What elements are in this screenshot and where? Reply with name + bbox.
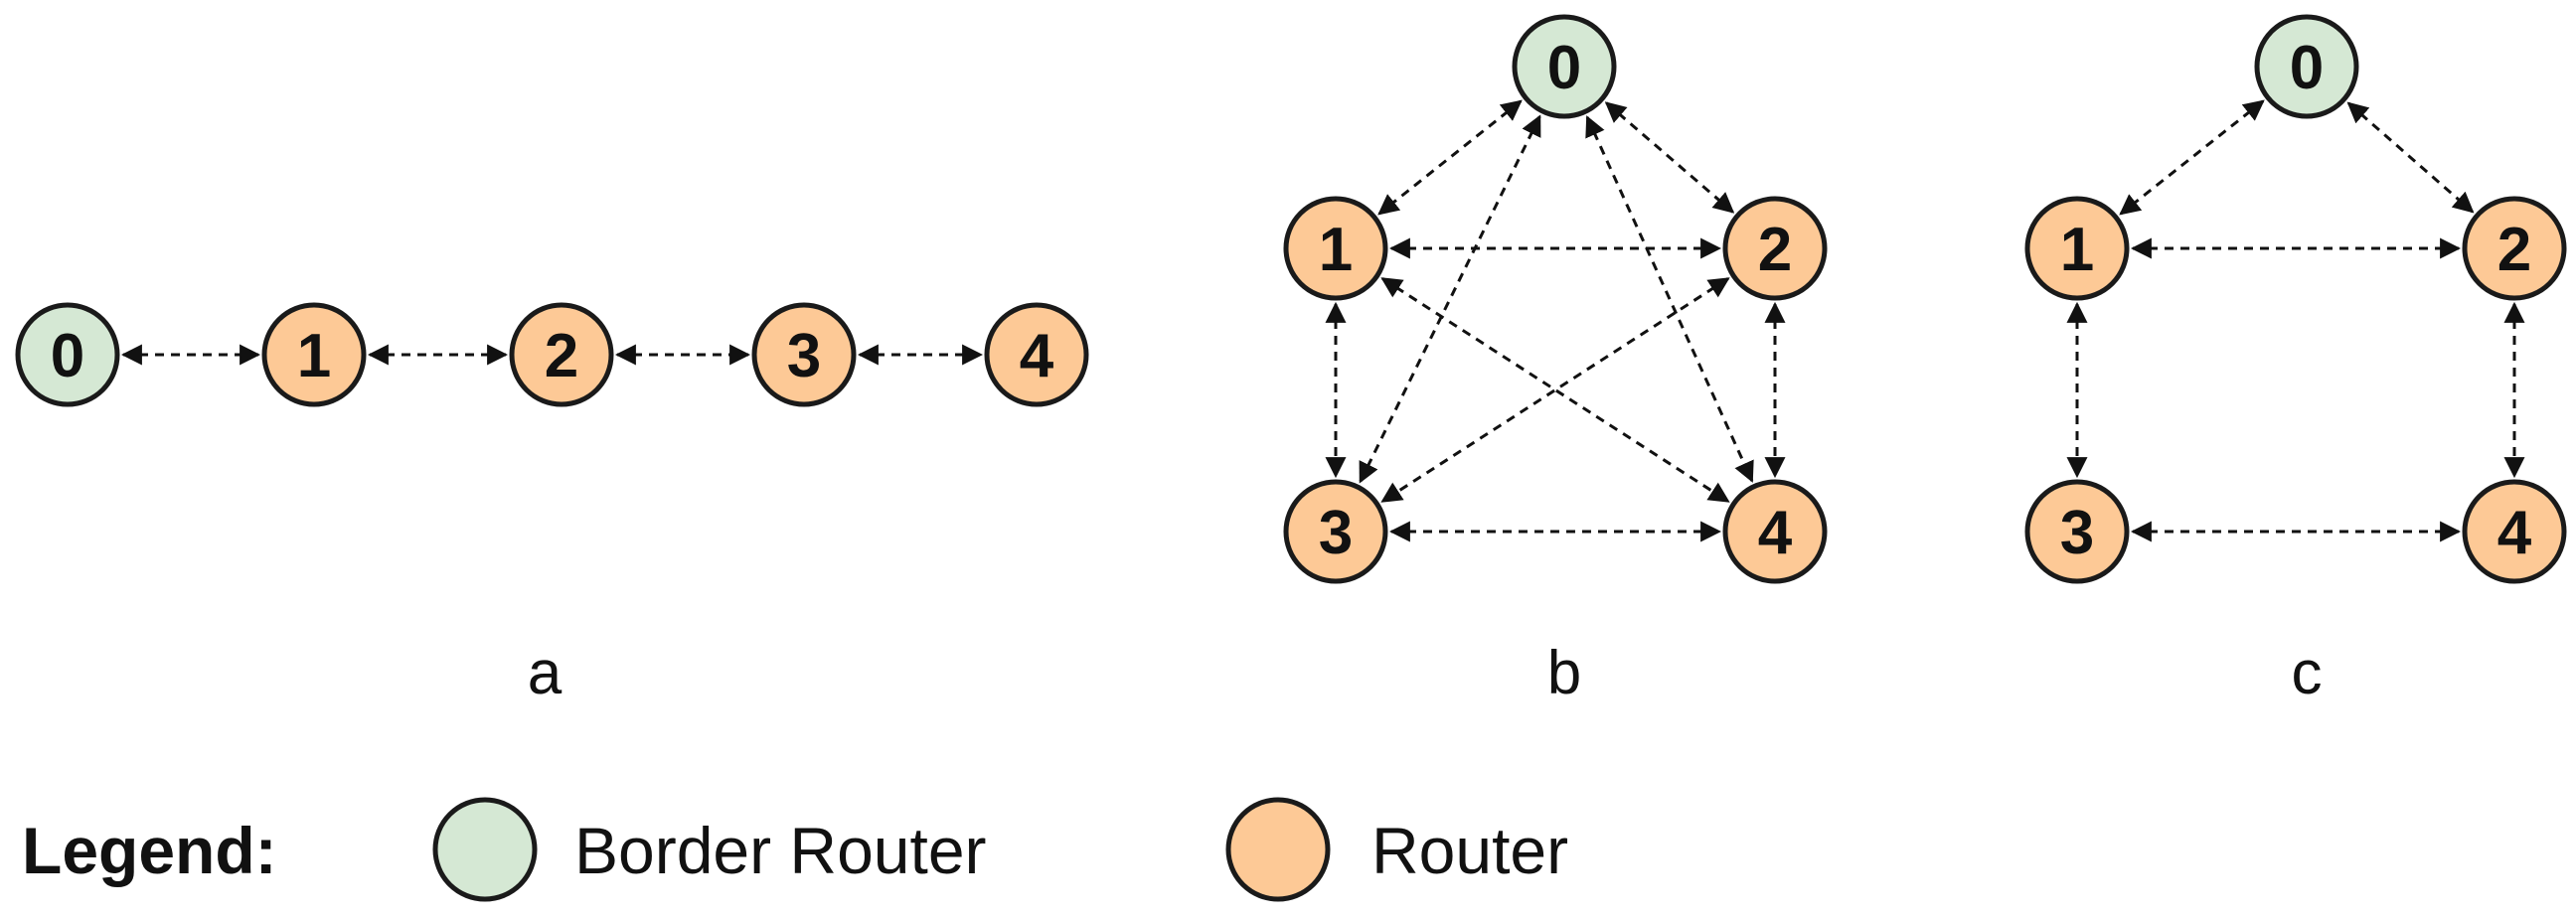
node-label: 1	[1319, 216, 1353, 284]
node-label: 3	[2060, 499, 2094, 567]
node-circle	[2462, 196, 2567, 301]
node-circle	[509, 302, 614, 407]
router-node-2: 2	[2462, 196, 2567, 301]
legend-title: Legend:	[22, 814, 277, 887]
node-label: 2	[1758, 216, 1792, 284]
node-circle	[261, 302, 367, 407]
router-node-4: 4	[1722, 479, 1828, 584]
node-label: 0	[1547, 34, 1581, 102]
node-label: 3	[787, 322, 821, 390]
panel-label-a: a	[528, 639, 563, 707]
router-node-3: 3	[2024, 479, 2130, 584]
node-label: 1	[2060, 216, 2094, 284]
node-circle	[1722, 196, 1828, 301]
node-circle	[1283, 196, 1388, 301]
border-router-node-0: 0	[15, 302, 120, 407]
border-router-node-0: 0	[2254, 14, 2359, 119]
node-circle	[15, 302, 120, 407]
edge-0-2	[1604, 101, 1735, 214]
edges	[1325, 99, 1786, 542]
edge-0-1	[2119, 99, 2265, 216]
edges	[2066, 99, 2525, 542]
node-circle	[2462, 479, 2567, 584]
edge-2-3	[1380, 277, 1730, 503]
node-circle	[1512, 14, 1617, 119]
panel-a: 0 1 2 3 4	[15, 302, 1089, 407]
node-circle	[1722, 479, 1828, 584]
node-circle	[1283, 479, 1388, 584]
router-node-2: 2	[1722, 196, 1828, 301]
node-circle	[2024, 196, 2130, 301]
router-node-4: 4	[2462, 479, 2567, 584]
legend-router-swatch	[1225, 797, 1331, 902]
node-label: 4	[2497, 499, 2532, 567]
panel-b: 0 1 2 3 4	[1283, 14, 1828, 584]
router-node-3: 3	[1283, 479, 1388, 584]
node-label: 1	[297, 322, 331, 390]
node-label: 4	[1020, 322, 1054, 390]
node-circle	[751, 302, 857, 407]
node-label: 2	[545, 322, 578, 390]
router-node-1: 1	[1283, 196, 1388, 301]
panel-c: 0 1 2 3 4	[2024, 14, 2567, 584]
router-node-3: 3	[751, 302, 857, 407]
legend-border-router-label: Border Router	[574, 814, 987, 887]
node-label: 2	[2497, 216, 2531, 284]
panel-label-c: c	[2292, 639, 2323, 707]
edge-0-1	[1377, 99, 1523, 216]
border-router-node-0: 0	[1512, 14, 1617, 119]
node-circle	[2024, 479, 2130, 584]
edge-0-3	[1359, 114, 1541, 484]
legend-router-label: Router	[1371, 814, 1568, 887]
node-label: 0	[51, 322, 84, 390]
router-node-2: 2	[509, 302, 614, 407]
edge-0-2	[2346, 101, 2475, 214]
node-label: 3	[1319, 499, 1353, 567]
legend-border-router-swatch	[432, 797, 538, 902]
legend: Legend: Border Router Router	[22, 797, 1568, 902]
router-node-4: 4	[984, 302, 1089, 407]
node-label: 4	[1758, 499, 1793, 567]
router-node-1: 1	[261, 302, 367, 407]
router-node-1: 1	[2024, 196, 2130, 301]
panel-label-b: b	[1547, 639, 1581, 707]
node-label: 0	[2290, 34, 2324, 102]
node-circle	[984, 302, 1089, 407]
node-circle	[2254, 14, 2359, 119]
